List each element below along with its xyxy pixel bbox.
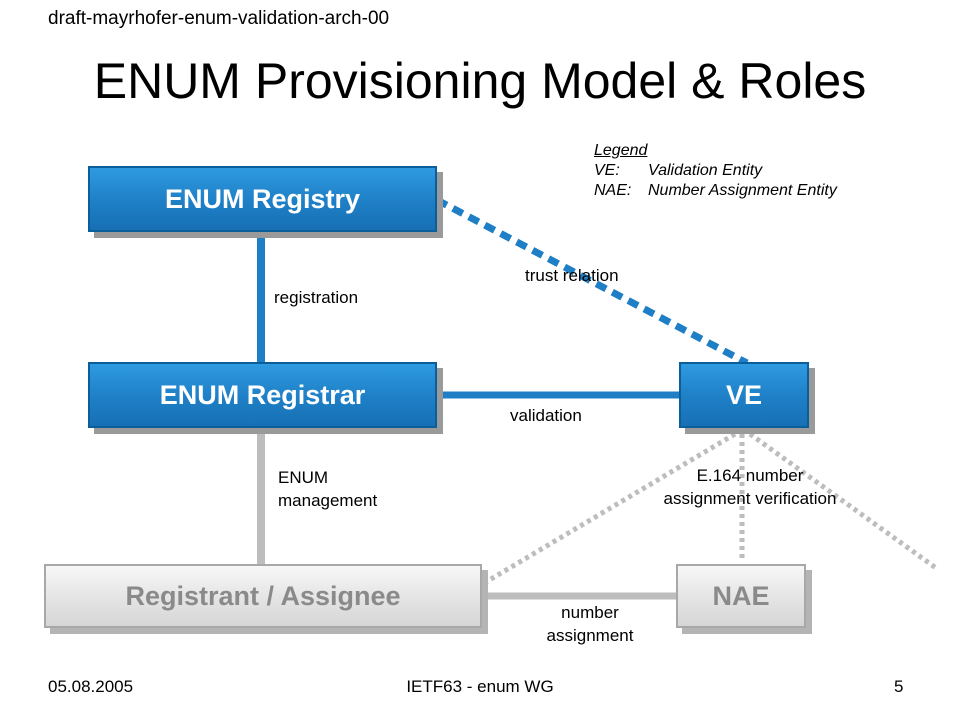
validation-label: validation bbox=[510, 406, 582, 425]
registrant-assignee-node: Registrant / Assignee bbox=[44, 564, 482, 628]
legend-key: VE: bbox=[594, 162, 620, 179]
document-id: draft-mayrhofer-enum-validation-arch-00 bbox=[48, 8, 390, 29]
verification-label: E.164 number assignment verification bbox=[620, 464, 880, 510]
enum-registry-node: ENUM Registry bbox=[88, 166, 437, 232]
verification-line-1: E.164 number bbox=[696, 466, 804, 485]
trust-relation-label: trust relation bbox=[525, 266, 619, 285]
verification-edge-left bbox=[484, 431, 737, 585]
number-assignment-label: number assignment bbox=[520, 601, 660, 647]
legend-key: NAE: bbox=[594, 182, 632, 199]
trust-relation-edge bbox=[435, 196, 749, 367]
footer-event: IETF63 - enum WG bbox=[406, 677, 554, 696]
footer-date: 05.08.2005 bbox=[48, 677, 134, 696]
number-assignment-line-1: number bbox=[561, 603, 619, 622]
legend-value: Validation Entity bbox=[648, 162, 763, 179]
enum-registrar-node: ENUM Registrar bbox=[88, 362, 437, 428]
legend-item: VE: Validation Entity bbox=[594, 162, 837, 180]
legend-item: NAE: Number Assignment Entity bbox=[594, 182, 837, 200]
slide-title: ENUM Provisioning Model & Roles bbox=[93, 53, 867, 109]
legend-heading: Legend bbox=[594, 142, 648, 159]
enum-management-line-2: management bbox=[278, 491, 378, 510]
legend: Legend VE: Validation Entity NAE: Number A… bbox=[594, 142, 837, 200]
verification-line-2: assignment verification bbox=[663, 489, 837, 508]
legend-value: Number Assignment Entity bbox=[648, 182, 837, 199]
enum-management-line-1: ENUM bbox=[278, 468, 329, 487]
enum-management-label: ENUM management bbox=[278, 466, 377, 512]
verification-edge-right bbox=[748, 431, 938, 571]
number-assignment-line-2: assignment bbox=[546, 626, 634, 645]
nae-node: NAE bbox=[676, 564, 806, 628]
registration-label: registration bbox=[274, 288, 359, 307]
ve-node: VE bbox=[679, 362, 809, 428]
footer-page-number: 5 bbox=[894, 677, 904, 696]
